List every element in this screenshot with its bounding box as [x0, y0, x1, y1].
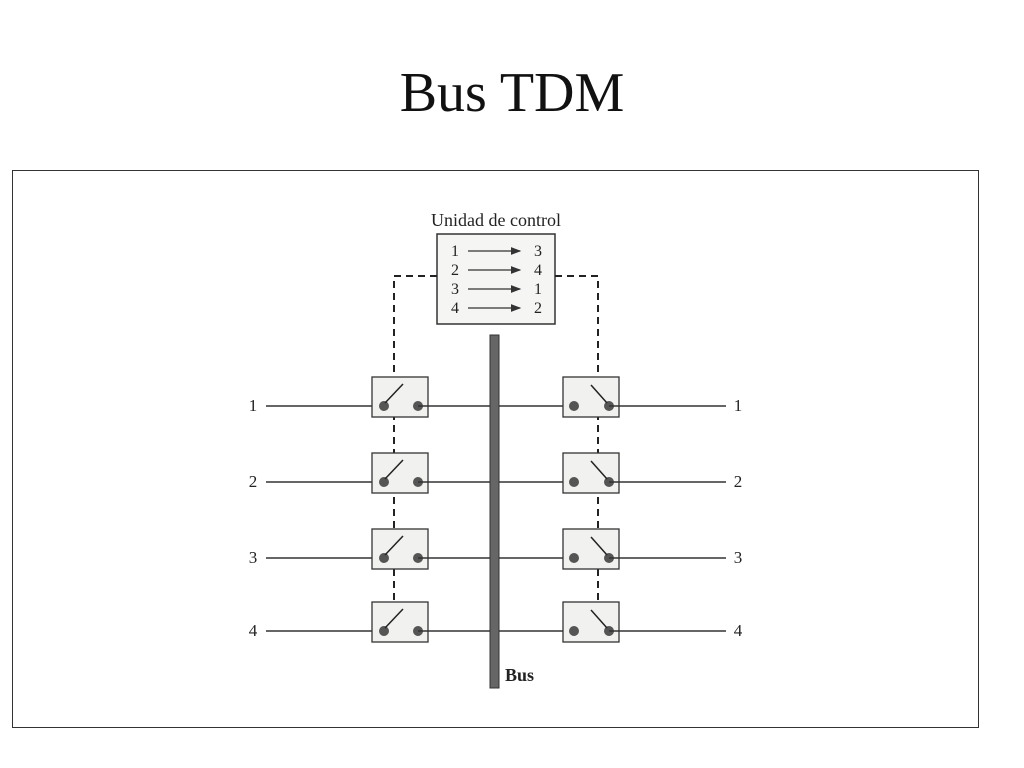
input-line-number: 1 — [249, 396, 258, 415]
input-line: 2 — [249, 472, 384, 491]
mapping-from: 2 — [451, 262, 459, 279]
input-switch — [371, 376, 429, 418]
mapping-row: 1 3 — [451, 243, 542, 260]
output-line-number: 3 — [734, 548, 743, 567]
slide-title: Bus TDM — [399, 62, 625, 124]
output-line-number: 4 — [734, 621, 743, 640]
input-line: 1 — [249, 396, 384, 415]
input-switch — [371, 452, 429, 494]
left-control-line — [393, 275, 437, 622]
mapping-row: 3 1 — [451, 281, 542, 298]
input-line: 4 — [249, 621, 384, 640]
mapping-to: 3 — [534, 243, 542, 260]
output-switch — [562, 452, 620, 494]
input-line-number: 4 — [249, 621, 258, 640]
control-unit-box — [436, 233, 556, 325]
output-line-number: 2 — [734, 472, 743, 491]
mapping-from: 3 — [451, 281, 459, 298]
mapping-from: 4 — [451, 300, 459, 317]
mapping-to: 2 — [534, 300, 542, 317]
output-line: 1 — [609, 396, 742, 415]
output-switch — [562, 601, 620, 643]
input-switch — [371, 528, 429, 570]
bus-label: Bus — [505, 665, 534, 685]
control-unit-label: Unidad de control — [431, 210, 561, 230]
input-line-number: 3 — [249, 548, 258, 567]
input-switch — [371, 601, 429, 643]
output-line: 2 — [609, 472, 742, 491]
input-line: 3 — [249, 548, 384, 567]
output-line: 3 — [609, 548, 742, 567]
mapping-to: 1 — [534, 281, 542, 298]
right-control-line — [555, 275, 599, 622]
input-line-number: 2 — [249, 472, 258, 491]
mapping-row: 4 2 — [451, 300, 542, 317]
bus-bar — [489, 334, 500, 689]
mapping-to: 4 — [534, 262, 542, 279]
output-switch — [562, 376, 620, 418]
output-line-number: 1 — [734, 396, 743, 415]
mapping-row: 2 4 — [451, 262, 542, 279]
output-line: 4 — [609, 621, 743, 640]
mapping-from: 1 — [451, 243, 459, 260]
figure-frame — [12, 170, 979, 728]
output-switch — [562, 528, 620, 570]
